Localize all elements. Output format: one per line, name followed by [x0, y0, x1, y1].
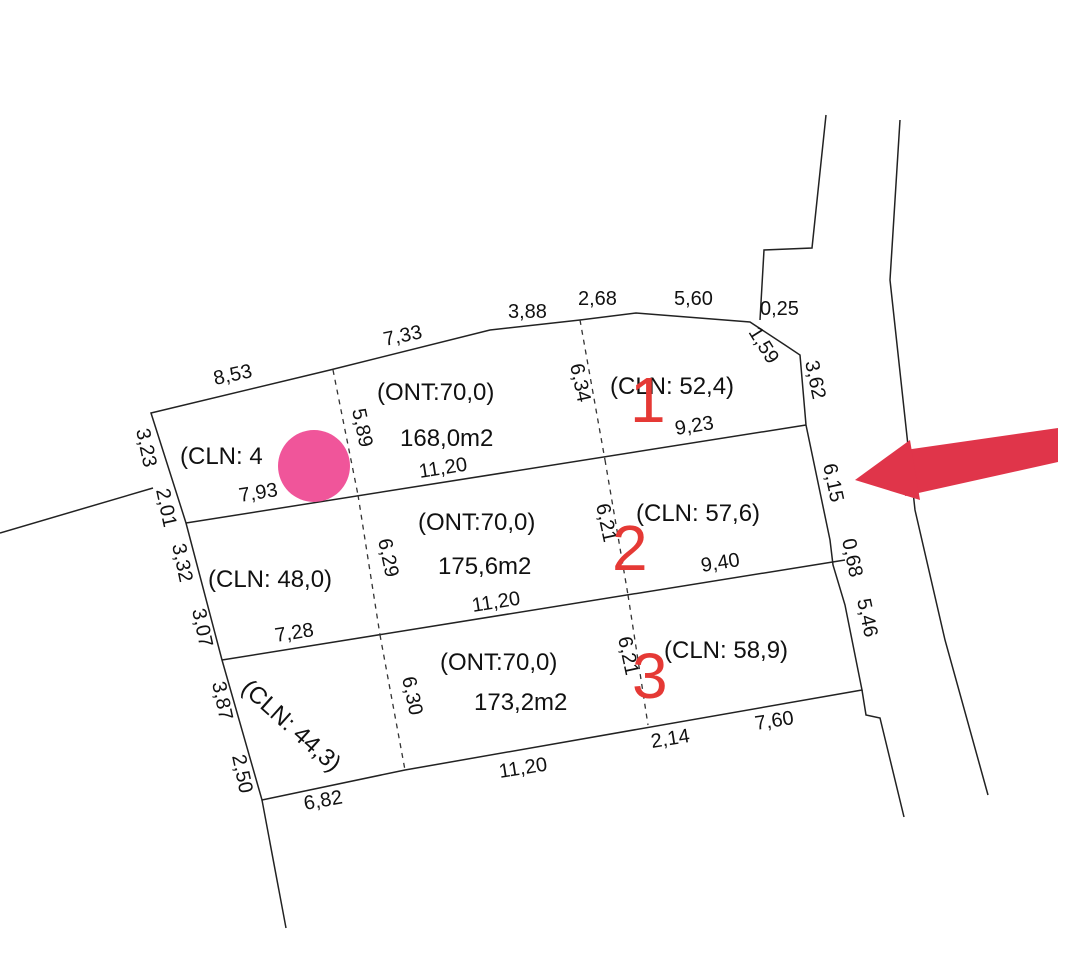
dim-label: 7,60	[753, 707, 795, 735]
dim-label: 1,59	[744, 323, 783, 368]
dot-marker-icon	[278, 430, 350, 502]
right-extension-line	[861, 689, 905, 818]
dashed-line-6	[627, 594, 649, 726]
plot-1-number: 1	[630, 364, 666, 436]
dim-label: 6,30	[397, 674, 427, 717]
dim-label: 6,34	[565, 361, 595, 404]
plot-2-number: 2	[612, 512, 648, 584]
dim-label: 9,40	[699, 549, 741, 577]
dim-label: 9,23	[673, 412, 715, 440]
dashed-line-4	[579, 319, 606, 461]
divider-2	[221, 559, 846, 661]
dim-label: 7,28	[273, 619, 315, 647]
bottom-extension-line	[261, 799, 287, 929]
dim-label: 5,46	[852, 596, 882, 639]
dim-label: 2,68	[578, 288, 617, 310]
left-boundary-line	[0, 487, 154, 534]
plot-1-ont: (ONT:70,0)	[377, 379, 494, 406]
plot-2-ont: (ONT:70,0)	[418, 509, 535, 536]
dim-label: 6,15	[818, 461, 848, 504]
dim-label: 3,07	[187, 606, 217, 649]
dim-label: 0,25	[760, 298, 799, 320]
dim-label: 5,60	[674, 288, 713, 310]
dim-label: 3,87	[207, 679, 237, 722]
dashed-line-2	[357, 494, 381, 636]
plot-3-ont: (ONT:70,0)	[440, 649, 557, 676]
parcel-outline	[150, 312, 863, 801]
dim-label: 2,50	[227, 752, 257, 795]
dim-label: 11,20	[417, 454, 468, 483]
right-road-line-2	[889, 119, 989, 796]
dim-label: 6,29	[373, 536, 403, 579]
plot-1-cln-right: (CLN: 52,4)	[610, 373, 734, 400]
plot-2-cln-left: (CLN: 48,0)	[208, 566, 332, 593]
divider-1	[185, 424, 807, 524]
dim-label: 5,89	[347, 406, 377, 449]
arrow-left-icon	[855, 428, 1058, 500]
plot-3-cln-left: (CLN: 44,3)	[236, 674, 346, 777]
dashed-line-5	[604, 459, 629, 596]
plot-2-cln-right: (CLN: 57,6)	[636, 500, 760, 527]
dim-label: 7,33	[381, 321, 424, 351]
dim-label: 2,14	[649, 725, 691, 753]
plot-2-area: 175,6m2	[438, 553, 531, 580]
plot-3-number: 3	[632, 640, 668, 712]
plot-1-area: 168,0m2	[400, 425, 493, 452]
plot-3-cln-right: (CLN: 58,9)	[664, 637, 788, 664]
right-road-line-1	[759, 114, 827, 321]
dim-label: 11,20	[497, 754, 548, 783]
dim-label: 3,23	[131, 426, 161, 469]
dashed-line-3	[379, 634, 406, 771]
dim-label: 0,68	[837, 536, 867, 579]
dim-label: 3,88	[508, 301, 547, 323]
dim-label: 8,53	[211, 360, 254, 390]
dim-label: 3,62	[800, 358, 830, 401]
plot-1-cln-left: (CLN: 4	[180, 443, 263, 470]
plot-3-area: 173,2m2	[474, 689, 567, 716]
dim-label: 7,93	[237, 479, 279, 507]
dashed-line-1	[332, 369, 359, 496]
